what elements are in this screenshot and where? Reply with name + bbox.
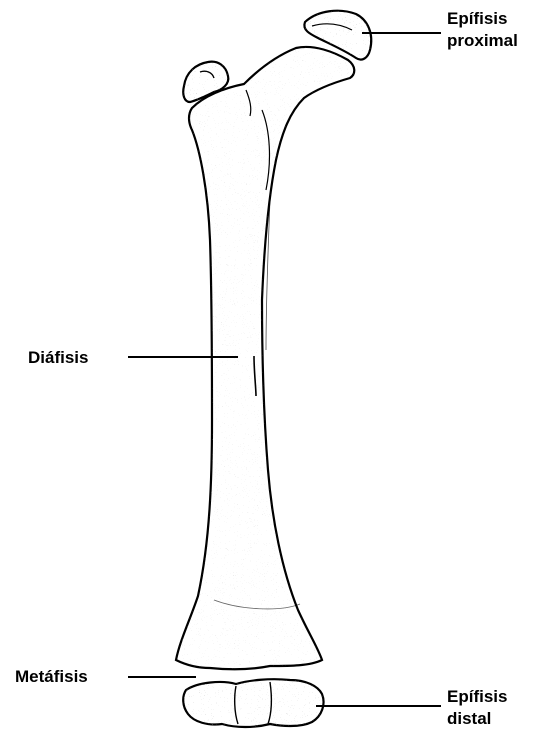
label-diafisis: Diáfisis (28, 348, 88, 368)
femur-shaft (176, 47, 354, 669)
label-epifisis-distal-line2: distal (447, 709, 491, 729)
distal-epiphysis (183, 679, 323, 727)
label-metafisis: Metáfisis (15, 667, 88, 687)
label-epifisis-proximal-line2: proximal (447, 31, 518, 51)
label-epifisis-distal-line1: Epífisis (447, 687, 507, 707)
label-epifisis-proximal-line1: Epífisis (447, 9, 507, 29)
